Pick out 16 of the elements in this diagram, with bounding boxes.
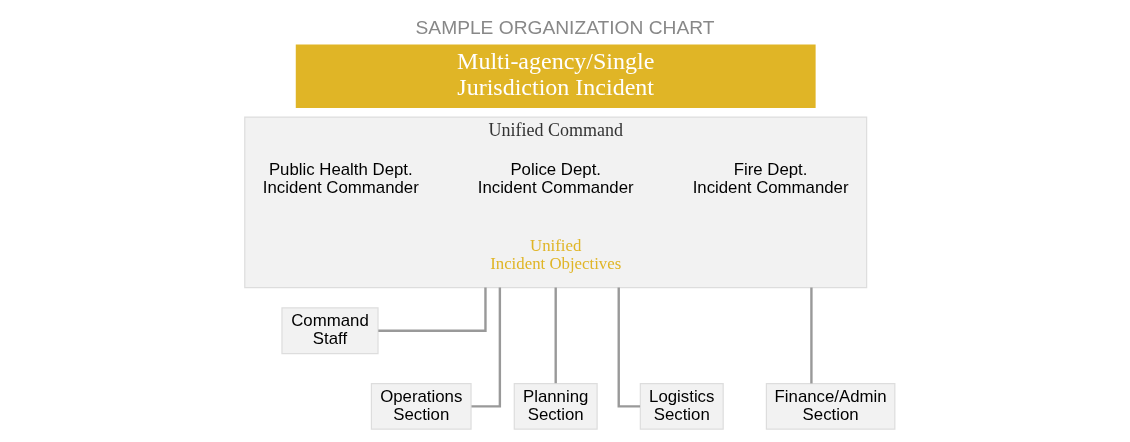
node-box: Operations Section [370, 382, 472, 430]
connector [471, 287, 502, 408]
connector [617, 287, 641, 408]
node-box: Command Staff [281, 306, 379, 354]
node-box: Finance/Admin Section [765, 382, 896, 430]
connector [378, 287, 487, 332]
node-text: Fire Dept. Incident Commander [692, 159, 849, 197]
diagram-title: SAMPLE ORGANIZATION CHART [415, 16, 715, 38]
node-box: Logistics Section [639, 382, 724, 430]
node-text: Police Dept. Incident Commander [477, 159, 634, 197]
node-box: Multi-agency/Single Jurisdiction Incident [295, 43, 816, 108]
node-box: Planning Section [513, 382, 598, 430]
node-text: Public Health Dept. Incident Commander [262, 159, 419, 197]
node-text: Unified Incident Objectives [490, 235, 622, 273]
connector [554, 287, 557, 383]
connector [810, 287, 813, 383]
